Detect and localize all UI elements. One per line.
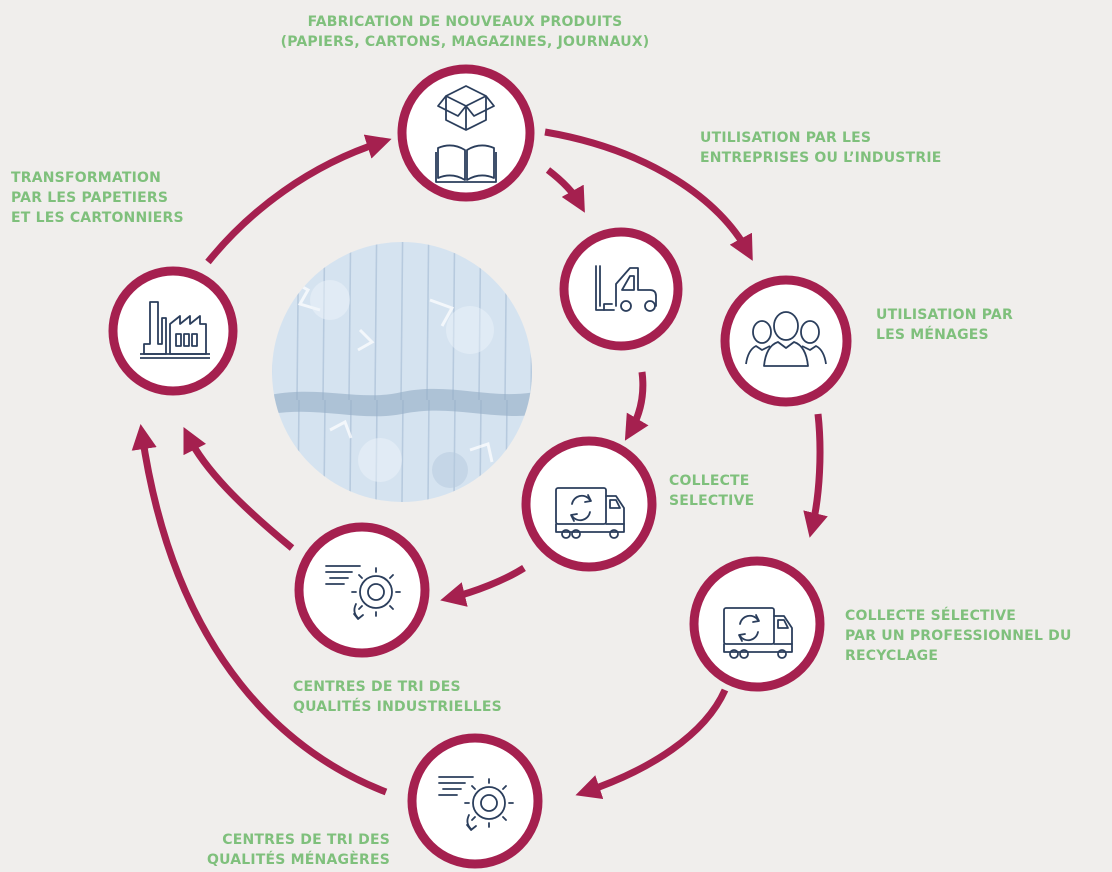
label-line: CENTRES DE TRI DES (222, 832, 390, 848)
label-business-use: UTILISATION PAR LES ENTREPRISES OU L’IND… (700, 128, 942, 168)
recycling-truck-icon (723, 607, 793, 659)
node-industrial-sorting (294, 522, 430, 658)
label-line: RECYCLAGE (845, 648, 939, 664)
people-icon (745, 311, 827, 367)
label-line: ET LES CARTONNIERS (11, 210, 184, 226)
node-professional-collection (689, 556, 825, 692)
arrow-business-to-collection (624, 371, 649, 441)
factory-icon (140, 301, 210, 359)
label-transformation: TRANSFORMATION PAR LES PAPETIERS ET LES … (11, 168, 184, 228)
label-professional-collection: COLLECTE SÉLECTIVE PAR UN PROFESSIONNEL … (845, 606, 1072, 666)
arrow-pro-collection-to-household-sorting (575, 688, 729, 800)
node-household-use (720, 275, 852, 407)
sorting-gear-icon (325, 565, 401, 620)
label-line: COLLECTE (669, 473, 750, 489)
arrow-industrial-sorting-to-transformation (183, 426, 295, 551)
label-line: FABRICATION DE NOUVEAUX PRODUITS (307, 14, 623, 30)
box-and-book-icon (435, 85, 497, 183)
node-selective-collection (521, 436, 657, 572)
node-business-use (559, 227, 683, 351)
label-line: SELECTIVE (669, 493, 755, 509)
label-line: ENTREPRISES OU L’INDUSTRIE (700, 150, 942, 166)
arrow-transformation-to-manufacturing (205, 134, 392, 265)
label-line: (PAPIERS, CARTONS, MAGAZINES, JOURNAUX) (280, 34, 650, 50)
label-line: QUALITÉS MÉNAGÈRES (206, 852, 390, 868)
arrow-household-to-pro-collection (803, 413, 828, 538)
label-line: UTILISATION PAR (876, 307, 1013, 323)
label-household-use: UTILISATION PAR LES MÉNAGES (876, 305, 1013, 345)
label-line: COLLECTE SÉLECTIVE (845, 608, 1017, 624)
label-line: LES MÉNAGES (876, 327, 989, 343)
label-household-sorting: CENTRES DE TRI DES QUALITÉS MÉNAGÈRES (180, 830, 390, 870)
node-household-sorting (407, 733, 543, 869)
label-line: UTILISATION PAR LES (700, 130, 872, 146)
node-manufacturing (397, 64, 535, 202)
forklift-icon (595, 265, 657, 312)
label-line: PAR LES PAPETIERS (11, 190, 169, 206)
sorting-gear-icon (438, 776, 514, 831)
node-transformation (108, 266, 238, 396)
label-industrial-sorting: CENTRES DE TRI DES QUALITÉS INDUSTRIELLE… (293, 677, 502, 717)
label-manufacturing: FABRICATION DE NOUVEAUX PRODUITS (PAPIER… (250, 12, 680, 52)
label-line: CENTRES DE TRI DES (293, 679, 461, 695)
label-line: QUALITÉS INDUSTRIELLES (293, 699, 502, 715)
arrow-manufacturing-to-business (545, 167, 585, 213)
recycling-truck-icon (555, 487, 625, 539)
label-line: TRANSFORMATION (11, 170, 162, 186)
arrow-household-sorting-to-transformation (131, 424, 388, 796)
cycle-arrows (131, 128, 828, 800)
arrow-collection-to-industrial-sorting (440, 565, 526, 607)
paper-bale-photo (272, 242, 532, 502)
arrow-manufacturing-to-household (544, 128, 753, 261)
label-line: PAR UN PROFESSIONNEL DU (845, 628, 1072, 644)
label-selective-collection: COLLECTE SELECTIVE (669, 471, 754, 511)
